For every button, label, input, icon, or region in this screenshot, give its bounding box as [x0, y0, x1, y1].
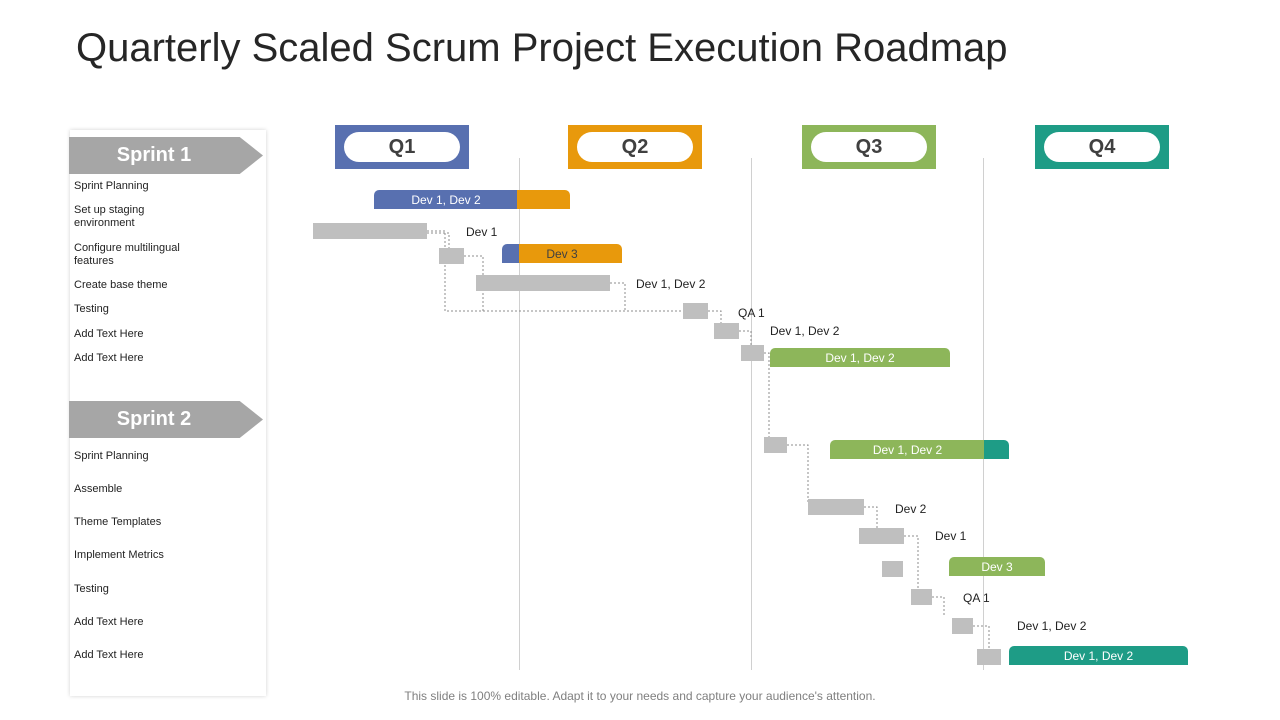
gantt-bar-gray — [741, 345, 764, 361]
sprint-1-task-2: Set up staging environment — [74, 204, 145, 229]
quarter-q3-label: Q3 — [811, 132, 927, 162]
sprint-1-task-4: Create base theme — [74, 279, 168, 291]
gantt-bar-configure: Dev 3 — [502, 244, 622, 263]
assignee-label: Dev 1 — [935, 529, 967, 543]
gantt-bar-gray — [764, 437, 787, 453]
gantt-bar-gray — [439, 248, 464, 264]
sprint-2-task-6: Add Text Here — [74, 616, 144, 628]
connector — [708, 310, 722, 323]
sprint-2-task-7: Add Text Here — [74, 649, 144, 661]
sprint-2-label: Sprint 2 — [116, 408, 192, 430]
sprint-1-header: Sprint 1 — [69, 137, 263, 174]
quarter-divider — [983, 158, 984, 670]
sprint-1-task-3: Configure multilingual features — [74, 242, 180, 267]
sprint-2-task-5: Testing — [74, 583, 109, 595]
quarter-divider — [519, 158, 520, 670]
sprint-2-task-1: Sprint Planning — [74, 450, 149, 462]
quarter-q4-header: Q4 — [1035, 125, 1169, 169]
sprint-1-task-5: Testing — [74, 303, 109, 315]
connector — [787, 444, 809, 504]
sprint-1-task-7: Add Text Here — [74, 352, 144, 364]
gantt-bar-gray — [882, 561, 903, 577]
quarter-divider — [751, 158, 752, 670]
assignee-label: Dev 2 — [895, 502, 927, 516]
sprint-2-task-4: Implement Metrics — [74, 549, 164, 561]
sprint-2-task-3: Theme Templates — [74, 516, 162, 528]
connector — [427, 230, 684, 312]
gantt-bar-gray — [977, 649, 1001, 665]
connector — [932, 596, 945, 617]
connector — [739, 330, 752, 345]
footer-note: This slide is 100% editable. Adapt it to… — [404, 689, 876, 703]
gantt-bar-gray — [911, 589, 932, 605]
assignee-label: Dev 1, Dev 2 — [770, 324, 840, 338]
quarter-q3-header: Q3 — [802, 125, 936, 169]
gantt-bar-add-text-2: Dev 1, Dev 2 — [1009, 646, 1188, 665]
gantt-bar-gray — [714, 323, 739, 339]
gantt-bar-gray — [313, 223, 427, 239]
quarter-q2-header: Q2 — [568, 125, 702, 169]
sprint-1-label: Sprint 1 — [116, 144, 192, 166]
assignee-label: Dev 1 — [466, 225, 498, 239]
sprint-2-header: Sprint 2 — [69, 401, 263, 438]
gantt-bar-gray — [683, 303, 708, 319]
page-title: Quarterly Scaled Scrum Project Execution… — [76, 26, 1008, 70]
quarter-q4-label: Q4 — [1044, 132, 1160, 162]
gantt-bar-add-text: Dev 1, Dev 2 — [770, 348, 950, 367]
quarter-q2-label: Q2 — [577, 132, 693, 162]
gantt-bar-gray — [476, 275, 610, 291]
assignee-label: Dev 1, Dev 2 — [1017, 619, 1087, 633]
assignee-label: QA 1 — [963, 591, 990, 605]
gantt-bar-implement: Dev 3 — [949, 557, 1045, 576]
connector — [904, 535, 919, 590]
quarter-q1-header: Q1 — [335, 125, 469, 169]
gantt-bar-gray — [952, 618, 973, 634]
gantt-bar-sprint-planning: Dev 1, Dev 2 — [374, 190, 570, 209]
gantt-bar-text: Dev 3 — [546, 246, 578, 261]
gantt-bar-text: Dev 1, Dev 2 — [411, 192, 481, 207]
sprint-2-task-2: Assemble — [74, 483, 123, 495]
quarter-q1-label: Q1 — [344, 132, 460, 162]
sprint-1-task-6: Add Text Here — [74, 328, 144, 340]
assignee-label: Dev 1, Dev 2 — [636, 277, 706, 291]
gantt-bar-sprint2-planning: Dev 1, Dev 2 — [830, 440, 1009, 459]
assignee-label: QA 1 — [738, 306, 765, 320]
gantt-bar-text: Dev 1, Dev 2 — [1063, 648, 1134, 663]
gantt-bar-gray — [859, 528, 904, 544]
connector — [610, 282, 626, 311]
connector — [764, 352, 770, 440]
gantt-bar-text: Dev 3 — [981, 559, 1013, 574]
gantt-bar-text: Dev 1, Dev 2 — [825, 350, 895, 365]
gantt-bar-text: Dev 1, Dev 2 — [872, 442, 943, 457]
connector — [427, 232, 450, 248]
sprint-1-task-1: Sprint Planning — [74, 180, 149, 192]
gantt-bar-gray — [808, 499, 864, 515]
connector — [864, 506, 878, 528]
connector — [973, 625, 990, 649]
